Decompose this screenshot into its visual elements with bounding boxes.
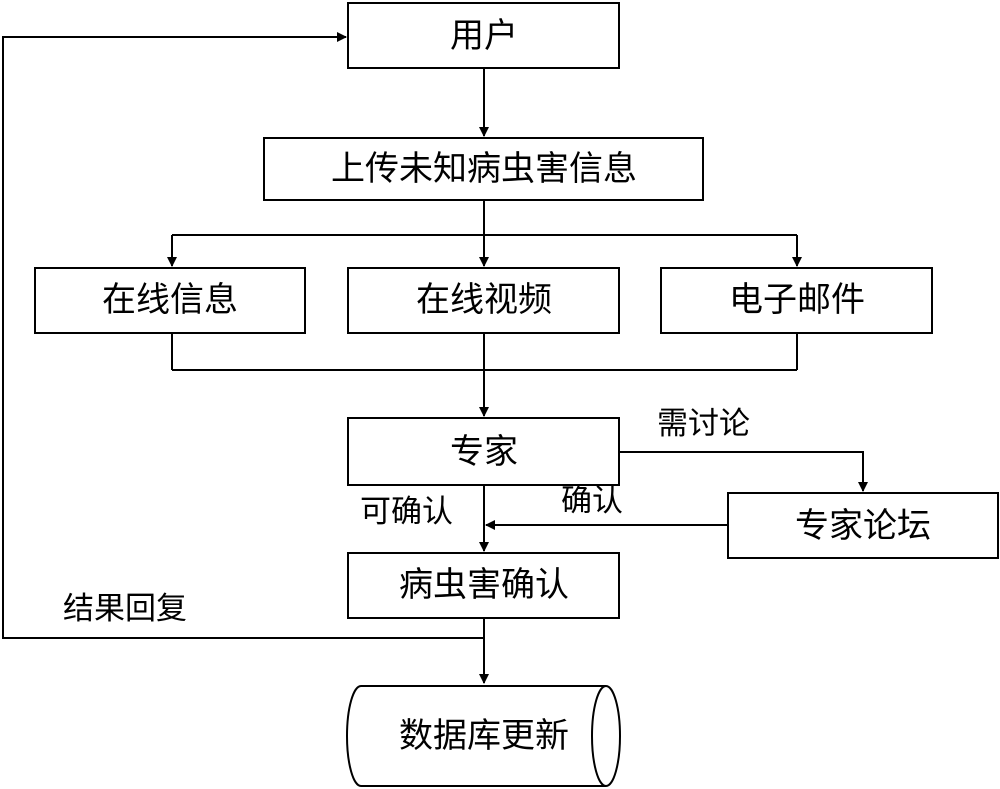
node-upload-label: 上传未知病虫害信息 — [331, 149, 637, 189]
connectors — [2, 32, 868, 684]
node-user: 用户 — [347, 2, 620, 69]
arrow-result-reply-loop — [2, 32, 484, 639]
node-db-update: 数据库更新 — [346, 685, 621, 787]
node-email: 电子邮件 — [660, 267, 933, 334]
edge-label-needs-discussion: 需讨论 — [657, 406, 750, 442]
node-pest-confirm-label: 病虫害确认 — [399, 565, 569, 605]
node-db-update-label: 数据库更新 — [399, 716, 569, 756]
node-expert-forum-label: 专家论坛 — [795, 506, 931, 546]
arrow-expert-to-forum — [619, 451, 868, 492]
node-online-info-label: 在线信息 — [102, 280, 238, 320]
node-email-label: 电子邮件 — [729, 280, 865, 320]
node-user-label: 用户 — [450, 16, 518, 56]
node-online-info: 在线信息 — [34, 267, 306, 334]
edge-label-confirm: 确认 — [561, 483, 623, 519]
node-expert: 专家 — [347, 417, 620, 486]
node-upload: 上传未知病虫害信息 — [263, 137, 704, 201]
node-pest-confirm: 病虫害确认 — [347, 552, 620, 619]
node-online-video-label: 在线视频 — [416, 280, 552, 320]
node-expert-forum: 专家论坛 — [727, 492, 999, 559]
node-online-video: 在线视频 — [347, 267, 620, 334]
edge-label-can-confirm: 可确认 — [360, 494, 453, 530]
node-expert-label: 专家 — [450, 432, 518, 472]
edge-label-result-reply: 结果回复 — [63, 591, 187, 627]
